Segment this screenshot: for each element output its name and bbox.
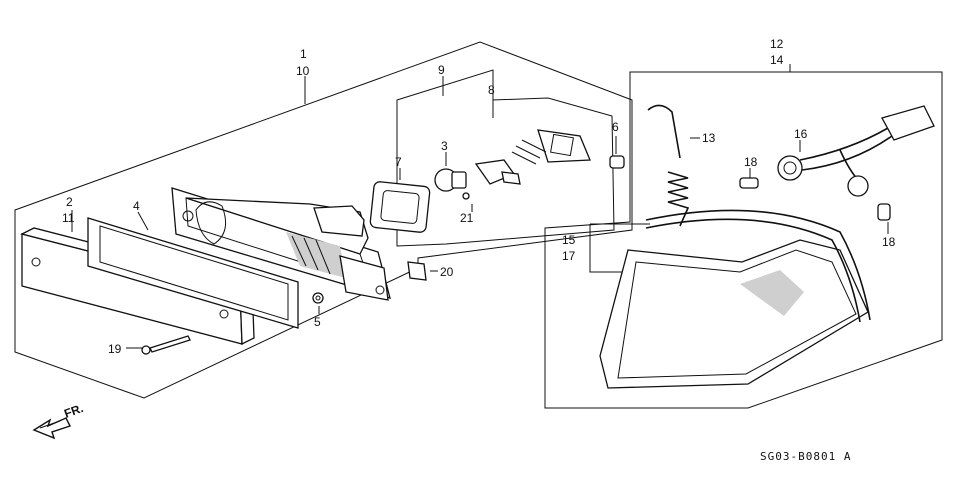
- callout-3: 3: [441, 139, 448, 153]
- screw-21: [462, 192, 470, 200]
- bulb: [434, 168, 467, 192]
- group-12-14-boundary: [544, 71, 943, 409]
- callout-11: 11: [62, 211, 75, 225]
- callout-17: 17: [562, 249, 576, 263]
- callout-18b: 18: [882, 235, 896, 249]
- callout-19: 19: [108, 342, 122, 356]
- screw-19: [141, 335, 191, 355]
- callout-2: 2: [66, 195, 73, 209]
- group-1-10-boundary: [14, 41, 633, 399]
- callout-16: 16: [794, 127, 808, 141]
- spring-13: [647, 104, 690, 227]
- callout-12: 12: [770, 37, 784, 51]
- diagram-code: SG03-B0801 A: [760, 450, 851, 463]
- nut-5: [312, 292, 324, 304]
- clip-20: [407, 261, 427, 281]
- callout-5: 5: [314, 315, 321, 329]
- callout-8: 8: [488, 83, 495, 97]
- callout-14: 14: [770, 53, 784, 67]
- callout-15: 15: [562, 233, 576, 247]
- callout-10: 10: [296, 64, 310, 78]
- callout-6: 6: [612, 120, 619, 134]
- small-bulb-6: [609, 155, 625, 169]
- socket-assembly: [474, 129, 591, 185]
- group-8-9-boundary: [396, 69, 615, 247]
- harness-16: [777, 105, 935, 197]
- callout-20: 20: [440, 265, 454, 279]
- callout-21: 21: [460, 211, 474, 225]
- callout-4: 4: [133, 199, 140, 213]
- bulb-18a: [739, 177, 759, 189]
- front-label: FR.: [62, 401, 85, 421]
- lamp-housing: [171, 187, 391, 301]
- side-marker-lamp: [599, 209, 871, 389]
- callout-7: 7: [395, 155, 402, 169]
- callout-18a: 18: [744, 155, 758, 169]
- leader-4: [137, 211, 149, 231]
- leader-15-17: [589, 224, 630, 273]
- lens-gasket: [87, 217, 299, 329]
- bulb-18b: [877, 203, 891, 221]
- front-direction-arrow: [32, 417, 71, 440]
- socket-gasket: [369, 181, 431, 233]
- callout-9: 9: [438, 63, 445, 77]
- callout-1: 1: [300, 47, 307, 61]
- callout-13: 13: [702, 131, 716, 145]
